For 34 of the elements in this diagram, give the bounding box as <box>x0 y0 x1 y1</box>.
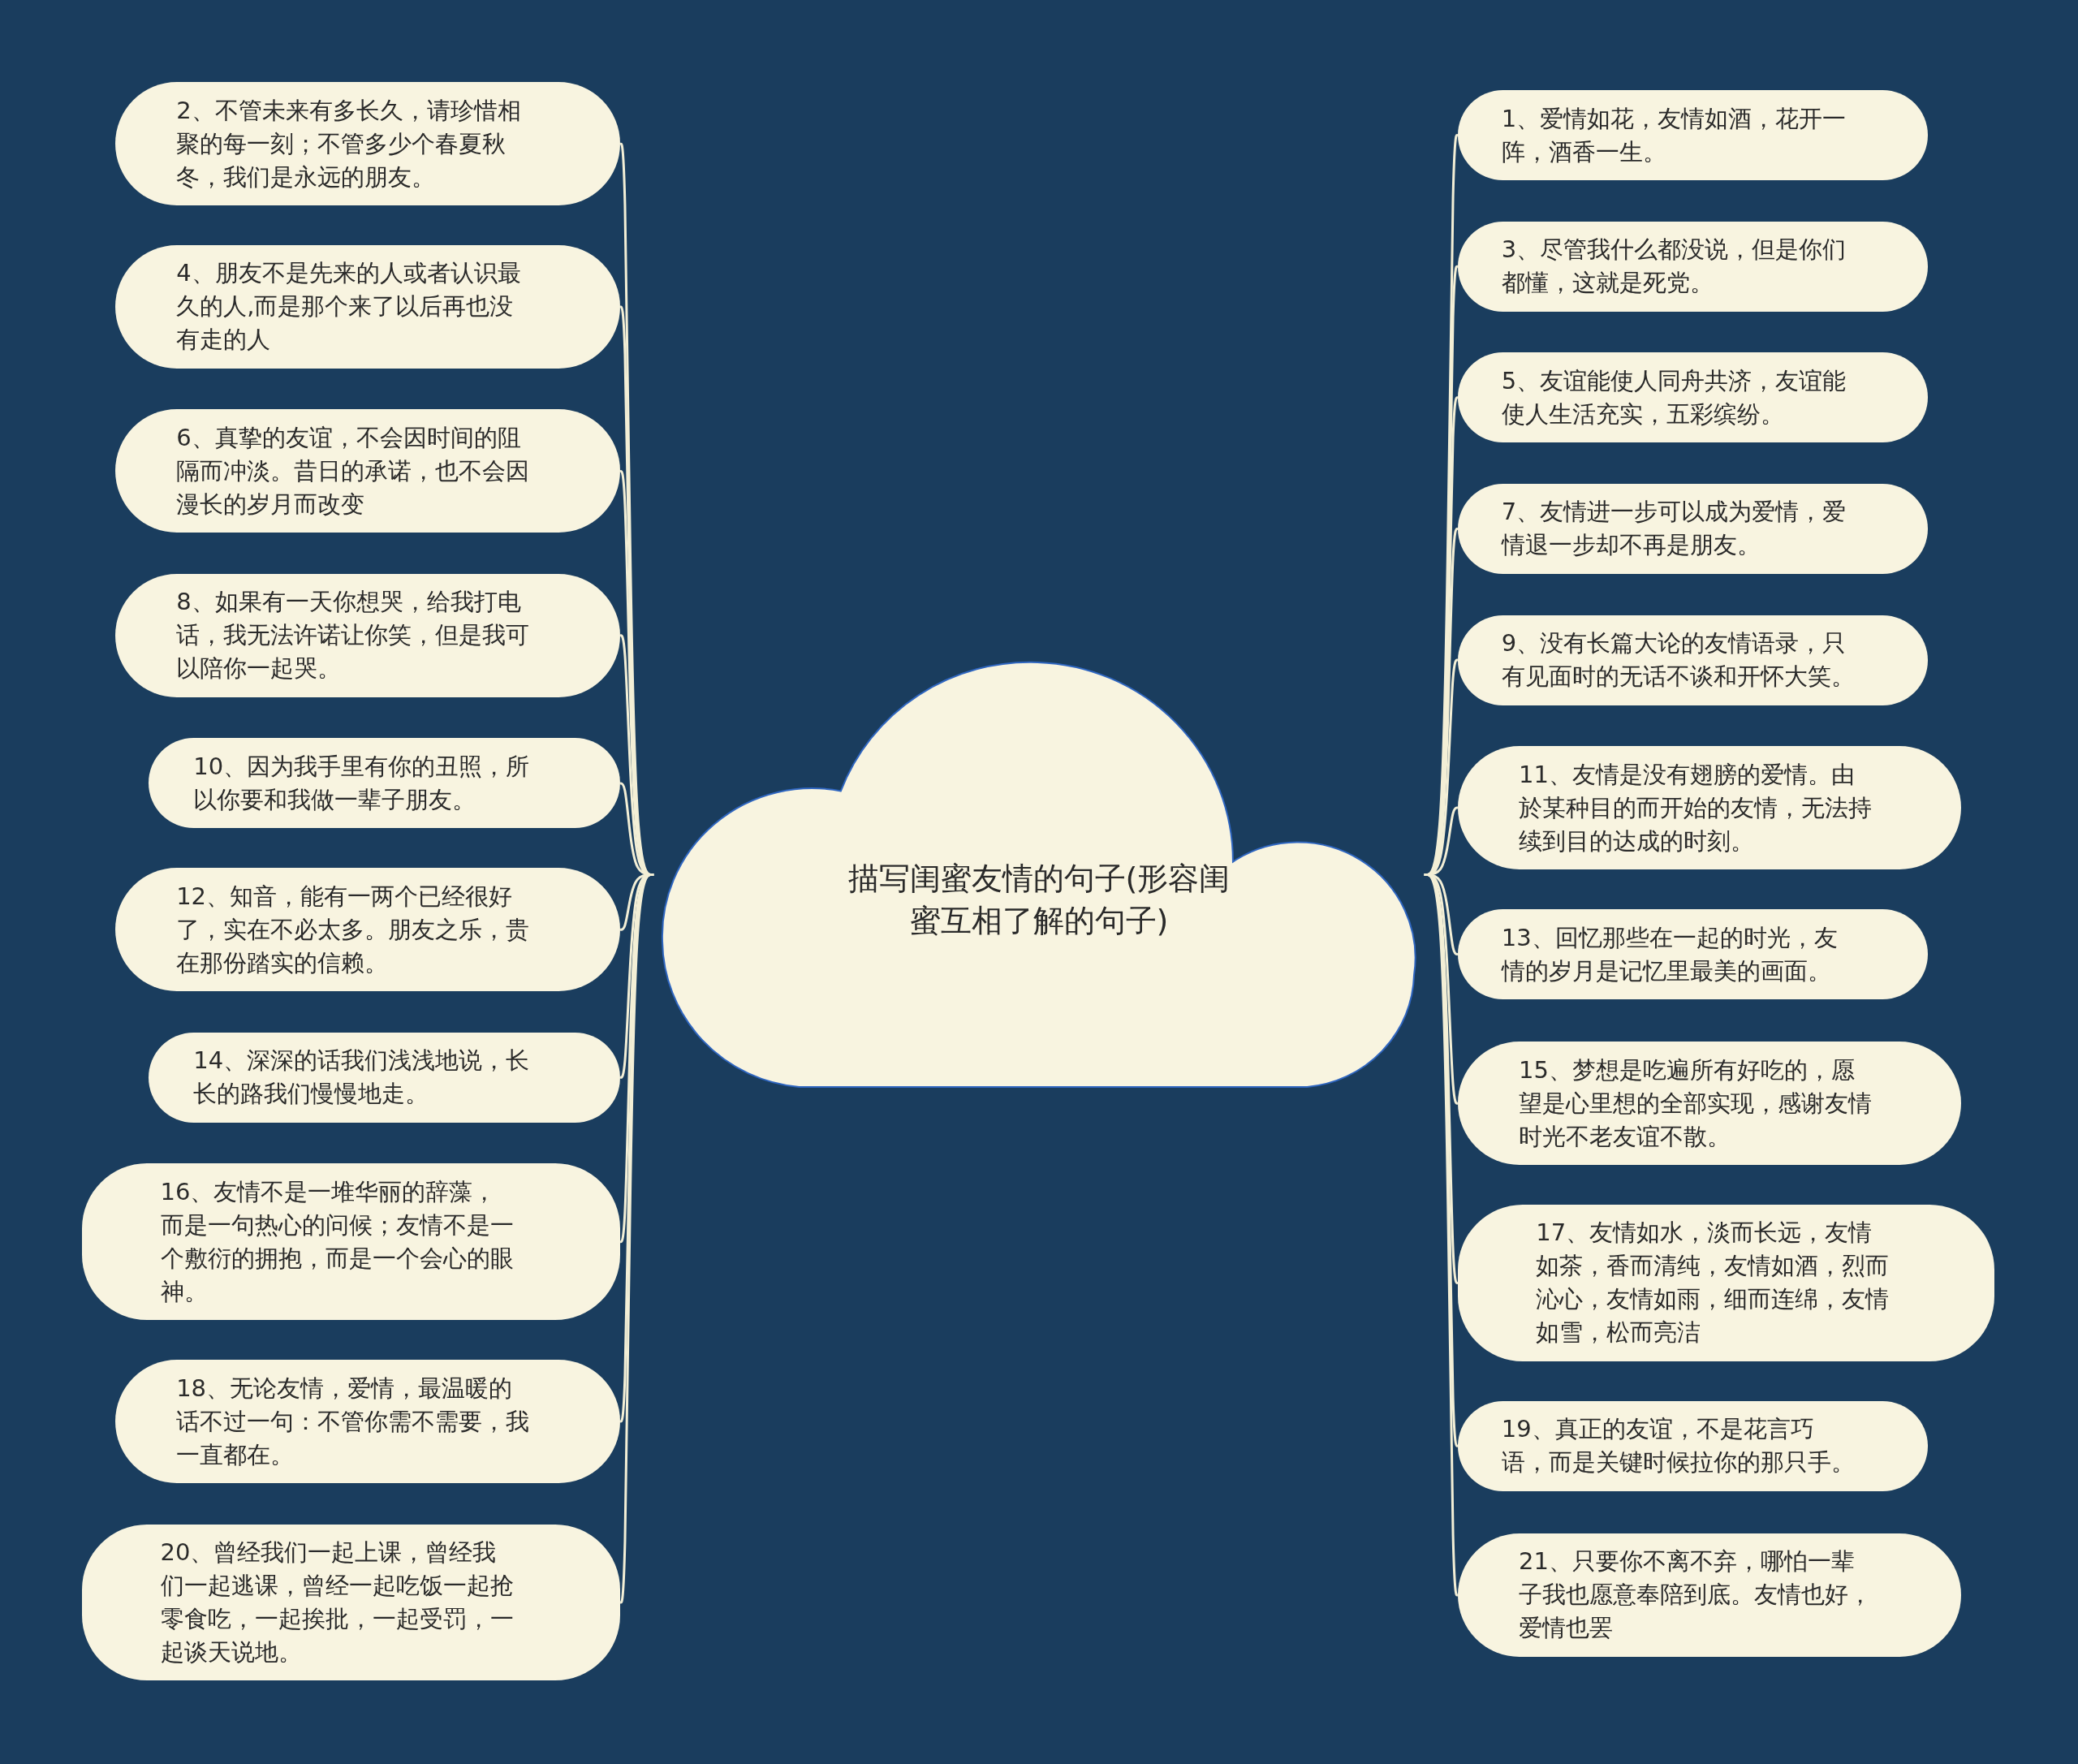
quote-text: 20、曾经我们一起上课，曾经我们一起逃课，曾经一起吃饭一起抢零食吃，一起挨批，一起受罚，一起谈天说地。 <box>160 1537 515 1667</box>
quote-text: 12、知音，能有一两个已经很好了，实在不必太多。朋友之乐，贵在那份踏实的信赖。 <box>176 881 531 978</box>
quote-text: 9、没有长篇大论的友情语录，只有见面时的无话不谈和开怀大笑。 <box>1501 628 1856 692</box>
quote-bubble <box>1457 352 1929 443</box>
quote-text: 6、真挚的友谊，不会因时间的阻隔而冲淡。昔日的承诺，也不会因漫长的岁月而改变 <box>176 422 531 520</box>
topic-title: 描写闺蜜友情的句子(形容闺蜜互相了解的句子) <box>847 860 1231 941</box>
quote-text: 15、梦想是吃遍所有好吃的，愿望是心里想的全部实现，感谢友情时光不老友谊不散。 <box>1519 1055 1873 1152</box>
quote-text: 5、友谊能使人同舟共济，友谊能使人生活充实，五彩缤纷。 <box>1501 365 1847 429</box>
quote-text: 7、友情进一步可以成为爱情，爱情退一步却不再是朋友。 <box>1501 497 1847 561</box>
quote-text: 19、真正的友谊，不是花言巧语，而是关键时候拉你的那只手。 <box>1501 1414 1856 1478</box>
quote-bubble <box>115 245 621 369</box>
quote-text: 3、尽管我什么都没说，但是你们都懂，这就是死党。 <box>1501 235 1847 299</box>
quote-text: 14、深深的话我们浅浅地说，长长的路我们慢慢地走。 <box>193 1046 531 1110</box>
quote-text: 8、如果有一天你想哭，给我打电话，我无法许诺让你笑，但是我可以陪你一起哭。 <box>176 587 531 684</box>
quote-text: 18、无论友情，爱情，最温暖的话不过一句：不管你需不需要，我一直都在。 <box>176 1373 531 1470</box>
quote-bubble <box>115 1360 621 1483</box>
quote-text: 10、因为我手里有你的丑照，所以你要和我做一辈子朋友。 <box>193 751 531 815</box>
quote-text: 21、只要你不离不弃，哪怕一辈子我也愿意奉陪到底。友情也好，爱情也罢 <box>1519 1546 1873 1644</box>
quote-text: 4、朋友不是先来的人或者认识最久的人,而是那个来了以后再也没有走的人 <box>176 258 522 356</box>
quote-bubble <box>1457 90 1929 181</box>
quote-text: 2、不管未来有多长久，请珍惜相聚的每一刻；不管多少个春夏秋冬，我们是永远的朋友。 <box>176 95 522 192</box>
quote-text: 17、友情如水，淡而长远，友情如茶，香而清纯，友情如酒，烈而沁心，友情如雨，细而连绵，友情如雪，松而亮洁 <box>1536 1218 1890 1348</box>
quote-text: 16、友情不是一堆华丽的辞藻，而是一句热心的问候；友情不是一个敷衍的拥抱，而是一个会心的眼神。 <box>160 1176 515 1307</box>
quote-text: 13、回忆那些在一起的时光，友情的岁月是记忆里最美的画面。 <box>1501 922 1839 986</box>
quote-bubble <box>1457 221 1929 312</box>
connector-line <box>1424 873 1459 1597</box>
quote-bubble <box>115 82 621 206</box>
quote-bubble <box>1457 1533 1962 1657</box>
quote-text: 1、爱情如花，友情如酒，花开一阵，酒香一生。 <box>1501 103 1847 167</box>
quote-bubble <box>82 1524 621 1681</box>
quote-text: 11、友情是没有翅膀的爱情。由於某种目的而开始的友情，无法持续到目的达成的时刻。 <box>1519 759 1873 856</box>
quote-bubble <box>1457 483 1929 574</box>
quote-bubble <box>115 409 621 533</box>
quote-bubble <box>1457 1400 1929 1491</box>
